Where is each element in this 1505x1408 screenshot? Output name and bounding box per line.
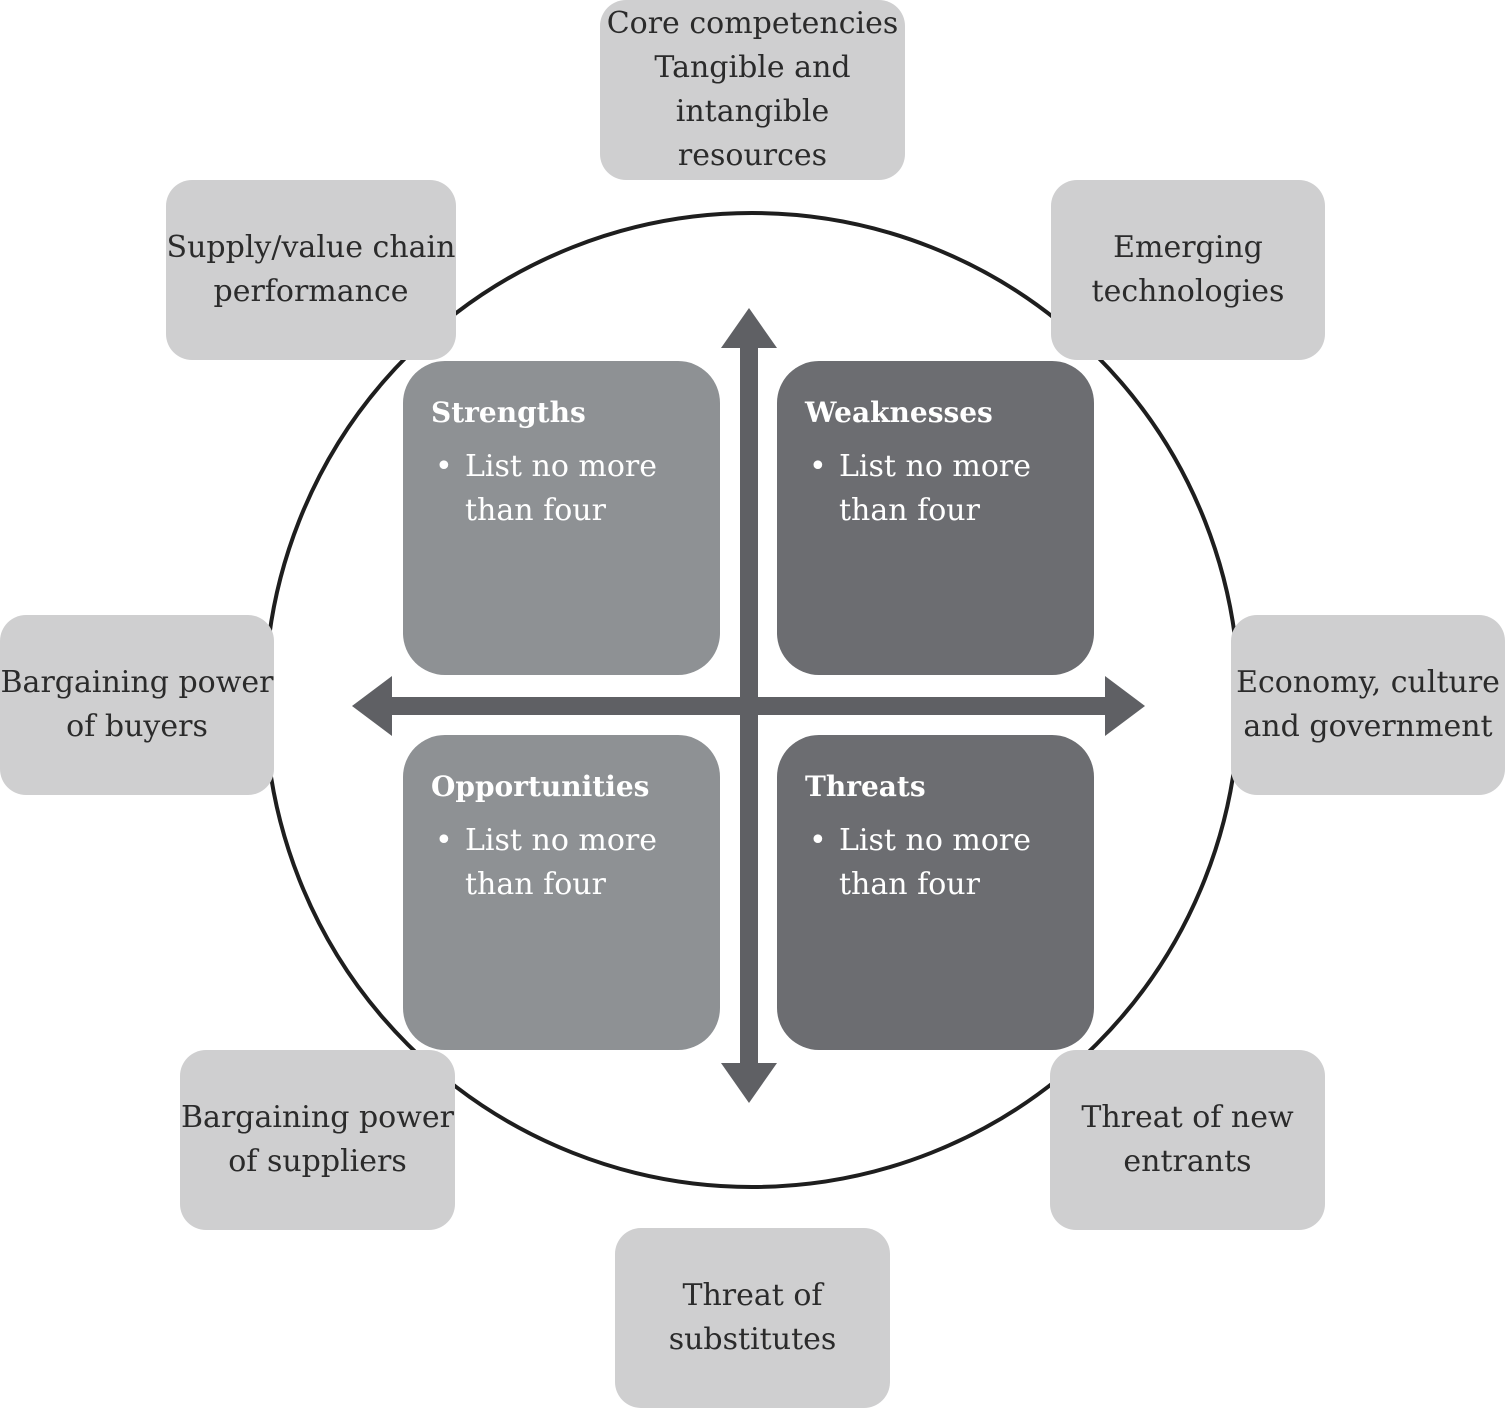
factor-threat-substitutes-text: Threat of substitutes — [669, 1274, 837, 1362]
factor-line: performance — [213, 274, 409, 309]
weaknesses-bullet-text: List no more than four — [839, 449, 1032, 528]
factor-line: of buyers — [66, 709, 208, 744]
bullet-icon: • — [435, 449, 453, 484]
weaknesses-bullet: • List no more than four — [805, 445, 1074, 533]
factor-line: substitutes — [668, 1322, 837, 1357]
factor-bargaining-power-buyers-text: Bargaining power of buyers — [1, 661, 274, 749]
factor-supply-value-chain: Supply/value chain performance — [166, 180, 456, 360]
threats-title: Threats — [805, 770, 926, 803]
factor-line: Threat of — [682, 1278, 823, 1313]
factor-line: technologies — [1091, 274, 1285, 309]
factor-emerging-technologies: Emerging technologies — [1051, 180, 1325, 360]
factor-line: Core competencies — [606, 6, 899, 41]
strengths-bullet-text: List no more than four — [465, 449, 658, 528]
factor-bargaining-power-buyers: Bargaining power of buyers — [0, 615, 274, 795]
weaknesses-title: Weaknesses — [805, 396, 993, 429]
strengths-quadrant: Strengths • List no more than four — [403, 361, 720, 675]
factor-line: Threat of new — [1081, 1100, 1294, 1135]
factor-line: Tangible and — [654, 50, 851, 85]
factor-emerging-technologies-text: Emerging technologies — [1092, 226, 1285, 314]
horizontal-axis-arrow — [352, 676, 1145, 736]
opportunities-bullet: • List no more than four — [431, 819, 700, 907]
factor-core-competencies: Core competencies Tangible and intangibl… — [600, 0, 905, 180]
factor-threat-new-entrants-text: Threat of new entrants — [1081, 1096, 1293, 1184]
factor-line: Bargaining power — [181, 1100, 454, 1135]
factor-line: and government — [1243, 709, 1493, 744]
factor-economy-culture-government-text: Economy, culture and government — [1236, 661, 1500, 749]
bullet-icon: • — [435, 823, 453, 858]
factor-line: resources — [677, 138, 828, 173]
factor-line: of suppliers — [228, 1144, 407, 1179]
threats-quadrant: Threats • List no more than four — [777, 735, 1094, 1050]
bullet-icon: • — [809, 449, 827, 484]
factor-core-competencies-text: Core competencies Tangible and intangibl… — [607, 2, 899, 178]
threats-bullet: • List no more than four — [805, 819, 1074, 907]
factor-supply-value-chain-text: Supply/value chain performance — [167, 226, 456, 314]
opportunities-quadrant: Opportunities • List no more than four — [403, 735, 720, 1050]
strengths-bullet: • List no more than four — [431, 445, 700, 533]
opportunities-title: Opportunities — [431, 770, 650, 803]
factor-bargaining-power-suppliers: Bargaining power of suppliers — [180, 1050, 455, 1230]
factor-line: Supply/value chain — [166, 230, 456, 265]
opportunities-bullet-text: List no more than four — [465, 823, 658, 902]
factor-line: entrants — [1123, 1144, 1252, 1179]
factor-threat-new-entrants: Threat of new entrants — [1050, 1050, 1325, 1230]
bullet-icon: • — [809, 823, 827, 858]
factor-threat-substitutes: Threat of substitutes — [615, 1228, 890, 1408]
strengths-title: Strengths — [431, 396, 586, 429]
factor-bargaining-power-suppliers-text: Bargaining power of suppliers — [181, 1096, 454, 1184]
weaknesses-quadrant: Weaknesses • List no more than four — [777, 361, 1094, 675]
factor-line: Bargaining power — [0, 665, 274, 700]
factor-line: intangible — [675, 94, 830, 129]
threats-bullet-text: List no more than four — [839, 823, 1032, 902]
factor-economy-culture-government: Economy, culture and government — [1231, 615, 1505, 795]
factor-line: Emerging — [1113, 230, 1263, 265]
factor-line: Economy, culture — [1236, 665, 1500, 700]
